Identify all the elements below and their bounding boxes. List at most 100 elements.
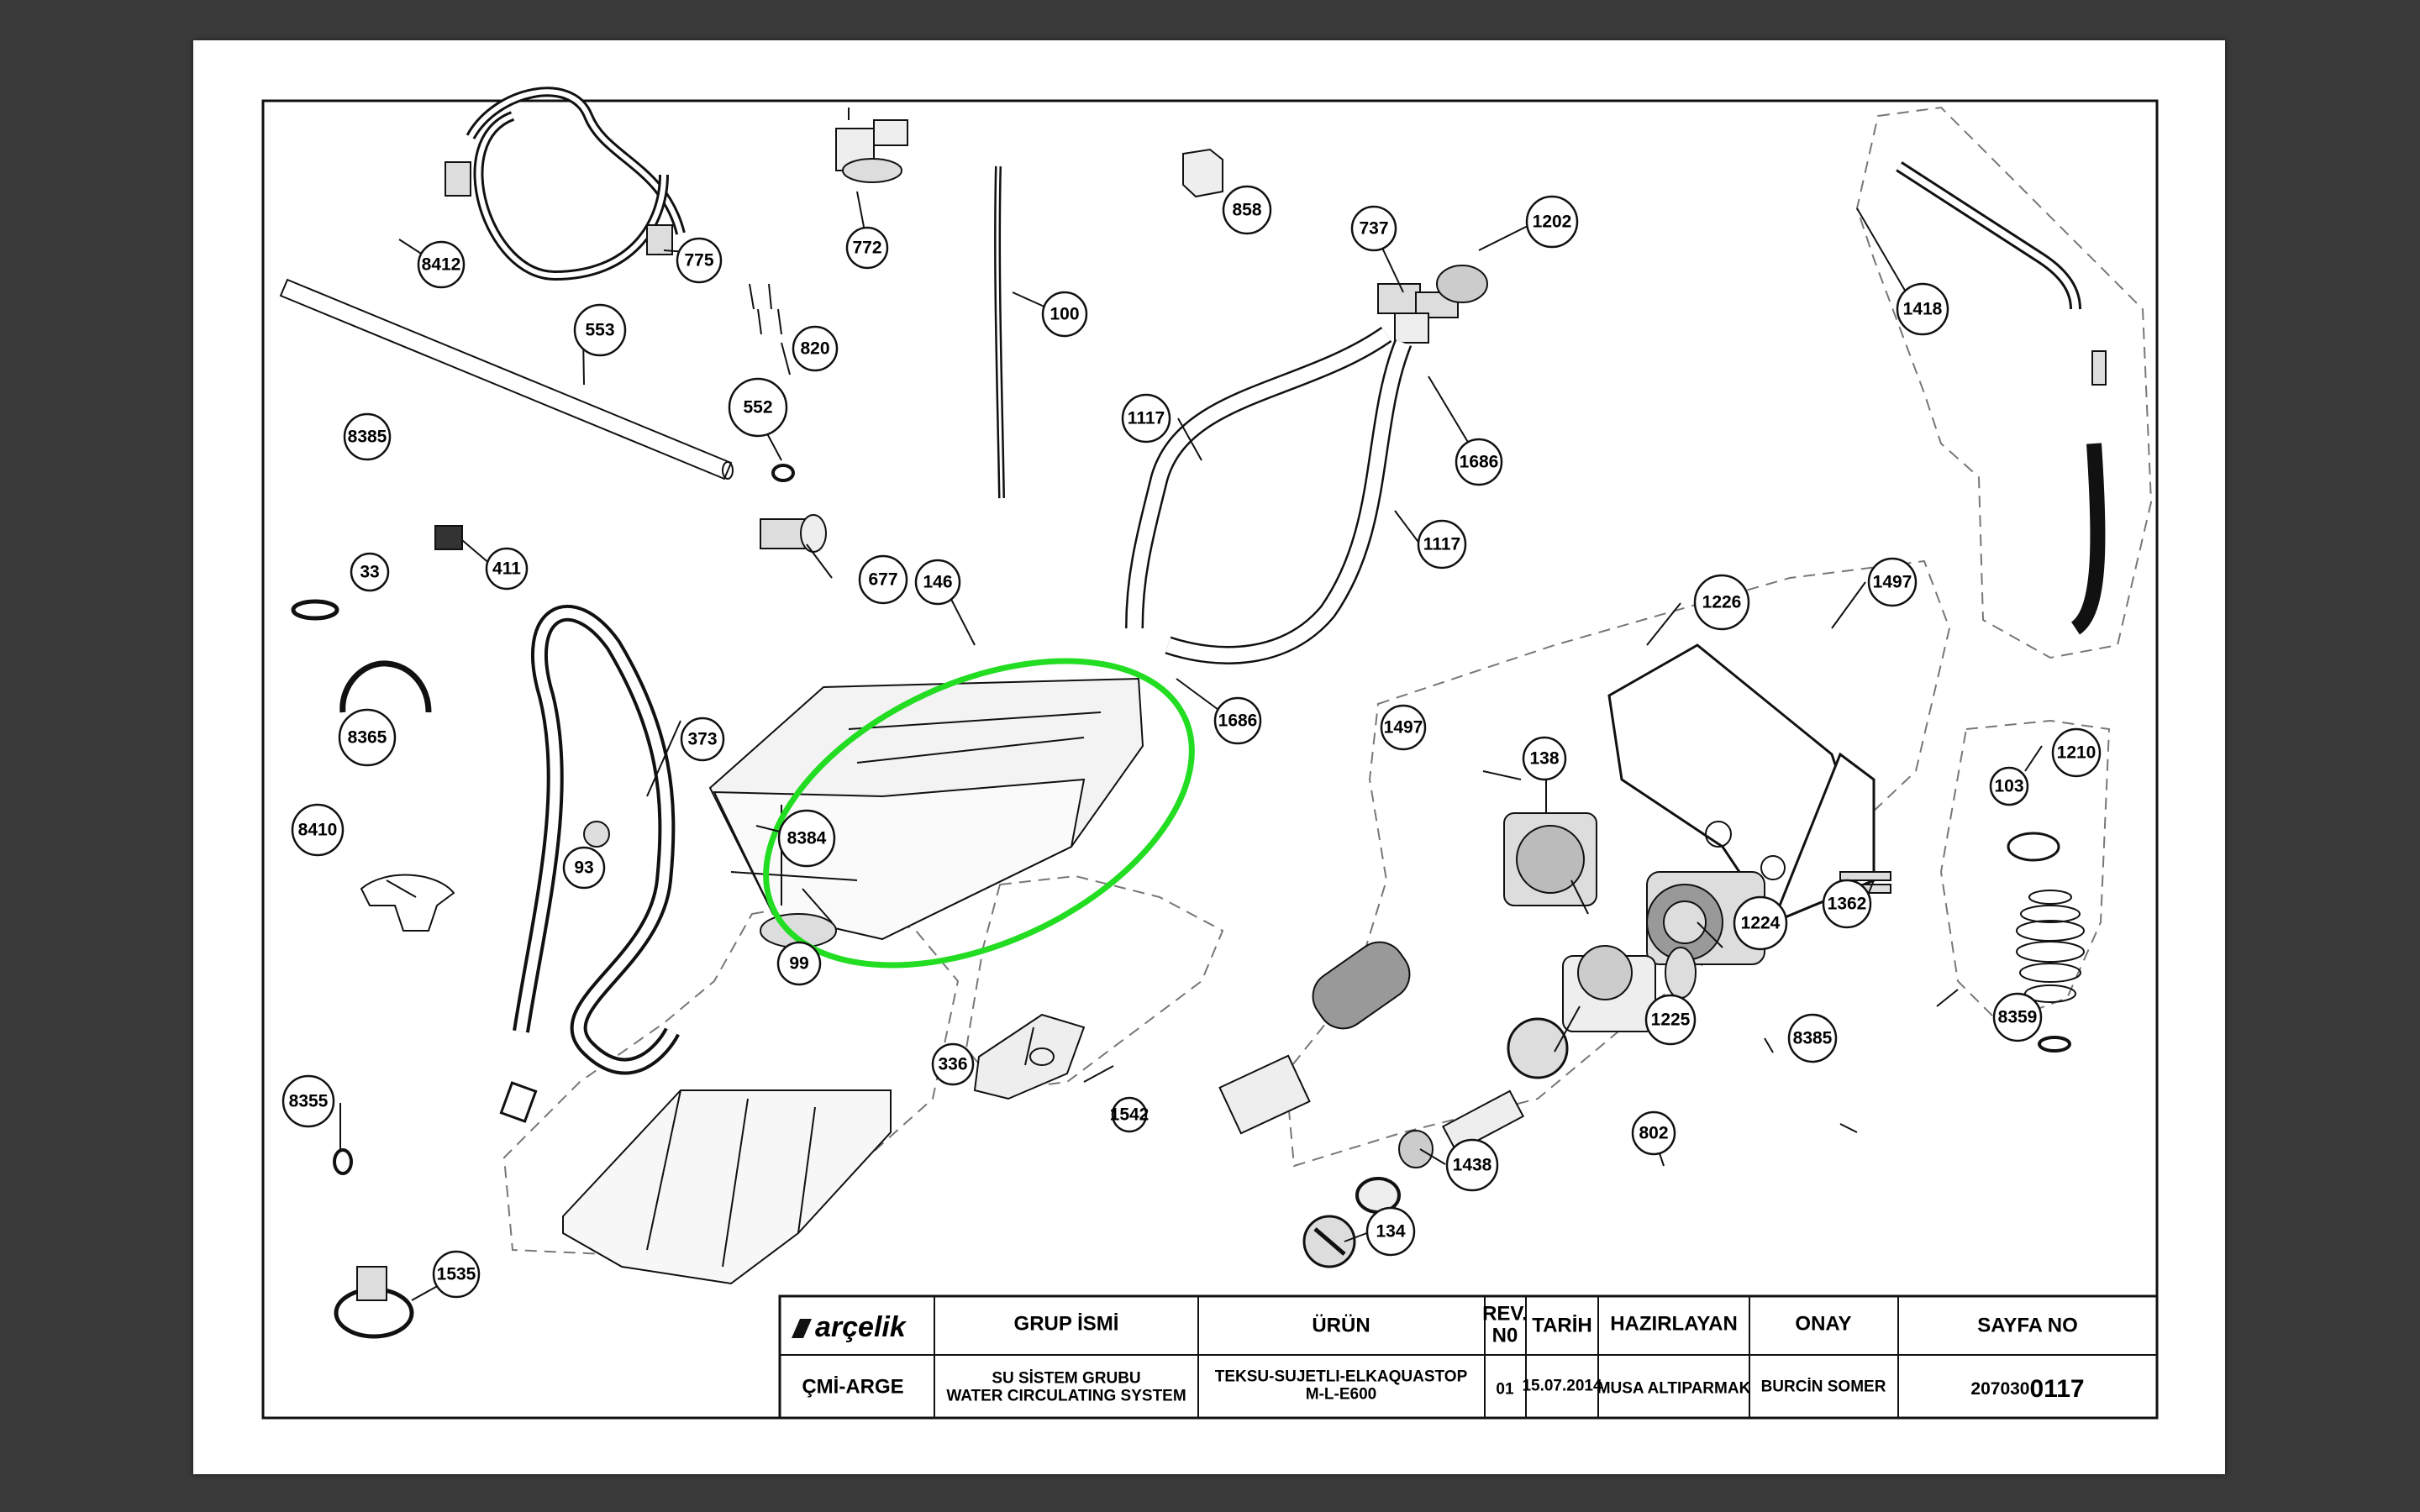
callout-1535: 1535 — [432, 1250, 481, 1299]
inlet-pipe-1418 — [1896, 161, 2107, 635]
callout-circle — [1213, 696, 1262, 745]
callout-1202: 1202 — [1525, 195, 1579, 249]
callout-circle — [281, 1074, 335, 1128]
callout-circle — [1631, 1110, 1676, 1156]
callout-1224: 1224 — [1733, 895, 1788, 951]
callout-circle — [676, 237, 723, 284]
callout-1226: 1226 — [1693, 574, 1750, 631]
grup-name-line1: SU SİSTEM GRUBU — [992, 1370, 1140, 1388]
callout-336: 336 — [931, 1042, 975, 1086]
callout-1210: 1210 — [2051, 727, 2102, 778]
callout-802: 802 — [1631, 1110, 1676, 1156]
clamp-33 — [291, 599, 339, 621]
callout-label: 677 — [868, 570, 897, 590]
callout-label: 1418 — [1903, 300, 1943, 319]
callout-circle — [1525, 195, 1579, 249]
bushing-677 — [760, 514, 827, 553]
callout-772: 772 — [845, 226, 889, 270]
callout-8365: 8365 — [338, 708, 397, 767]
callout-label: 1497 — [1384, 718, 1423, 738]
callout-label: 858 — [1232, 201, 1261, 220]
callout-858: 858 — [1222, 185, 1272, 235]
product-line1: TEKSU-SUJETLI-ELKAQUASTOP — [1215, 1368, 1468, 1386]
callout-1418: 1418 — [1896, 282, 1949, 336]
callout-1117b: 1117 — [1417, 519, 1467, 570]
header-grup-ismi: GRUP İSMİ — [1014, 1313, 1119, 1336]
callout-label: 100 — [1050, 305, 1079, 324]
inlet-hose-coil — [445, 87, 686, 281]
callout-label: 33 — [360, 563, 379, 582]
cube-858 — [1182, 148, 1223, 198]
revision-value: 01 — [1496, 1381, 1514, 1399]
callout-label: 8385 — [348, 428, 387, 447]
highlight-ellipse — [763, 658, 1195, 969]
header-rev: REV. — [1482, 1303, 1528, 1326]
callout-93: 93 — [562, 846, 606, 890]
callout-820: 820 — [792, 325, 839, 372]
callout-1497b: 1497 — [1380, 704, 1427, 751]
callout-circle — [1111, 1096, 1148, 1133]
callout-label: 8410 — [298, 821, 338, 840]
callout-8384: 8384 — [777, 809, 836, 868]
callout-8412: 8412 — [417, 240, 466, 289]
callout-circle — [485, 547, 529, 591]
callout-circle — [1787, 1013, 1838, 1063]
callout-label: 8355 — [289, 1092, 329, 1111]
callout-circle — [1992, 992, 2043, 1042]
callout-circle — [343, 412, 392, 461]
group-outline-inlet-hose — [1855, 106, 2153, 659]
drawer-handle-99 — [973, 1013, 1086, 1100]
callout-1117a: 1117 — [1121, 393, 1171, 444]
callout-circle — [1417, 519, 1467, 570]
callout-8385a: 8385 — [343, 412, 392, 461]
callout-1497a: 1497 — [1867, 557, 1918, 607]
overflow-pipe — [279, 278, 734, 480]
callout-circle — [776, 941, 822, 986]
callout-circle — [338, 708, 397, 767]
header-onay: ONAY — [1795, 1313, 1851, 1336]
page-number-suffix: 0117 — [2029, 1375, 2084, 1403]
callout-label: 1226 — [1702, 593, 1742, 612]
callout-circle — [1522, 736, 1567, 781]
cap-134 — [1302, 1215, 1356, 1268]
product-line2: M-L-E600 — [1306, 1386, 1376, 1404]
filter-1438 — [1355, 1089, 1525, 1214]
callout-label: 1202 — [1533, 213, 1572, 232]
callout-circle — [432, 1250, 481, 1299]
callout-circle — [1896, 282, 1949, 336]
approved-by-value: BURCİN SOMER — [1761, 1378, 1886, 1396]
callout-138: 138 — [1522, 736, 1567, 781]
callout-label: 775 — [684, 251, 713, 270]
exploded-parts-diagram: 8412775772100858737120214185538205528385… — [261, 87, 2159, 1420]
callout-label: 1362 — [1828, 895, 1867, 914]
callout-label: 737 — [1359, 219, 1388, 239]
ring-8355 — [333, 1148, 353, 1175]
callout-label: 1117 — [1423, 535, 1460, 554]
callout-label: 1686 — [1218, 711, 1258, 731]
header-rev-no: N0 — [1492, 1325, 1518, 1347]
clip-411 — [434, 525, 463, 550]
callout-label: 802 — [1639, 1124, 1668, 1143]
pump-138 — [1503, 812, 1597, 906]
callout-1362: 1362 — [1822, 879, 1872, 929]
callout-134: 134 — [1365, 1206, 1416, 1257]
callout-label: 1225 — [1651, 1011, 1691, 1030]
callout-circle — [914, 559, 961, 606]
callout-circle — [1380, 704, 1427, 751]
header-urun: ÜRÜN — [1312, 1315, 1370, 1337]
callout-99: 99 — [776, 941, 822, 986]
valve-hoses — [1125, 326, 1413, 664]
callout-label: 373 — [687, 730, 717, 749]
callout-label: 336 — [938, 1055, 967, 1074]
clamp-1535 — [334, 1266, 414, 1339]
callout-label: 411 — [492, 559, 521, 579]
callout-label: 820 — [800, 339, 829, 359]
callout-8359: 8359 — [1992, 992, 2043, 1042]
callout-label: 1210 — [2057, 743, 2096, 763]
group-outline-filter — [965, 874, 1224, 1092]
callout-circle — [1867, 557, 1918, 607]
callout-label: 146 — [923, 573, 952, 592]
callout-circle — [417, 240, 466, 289]
